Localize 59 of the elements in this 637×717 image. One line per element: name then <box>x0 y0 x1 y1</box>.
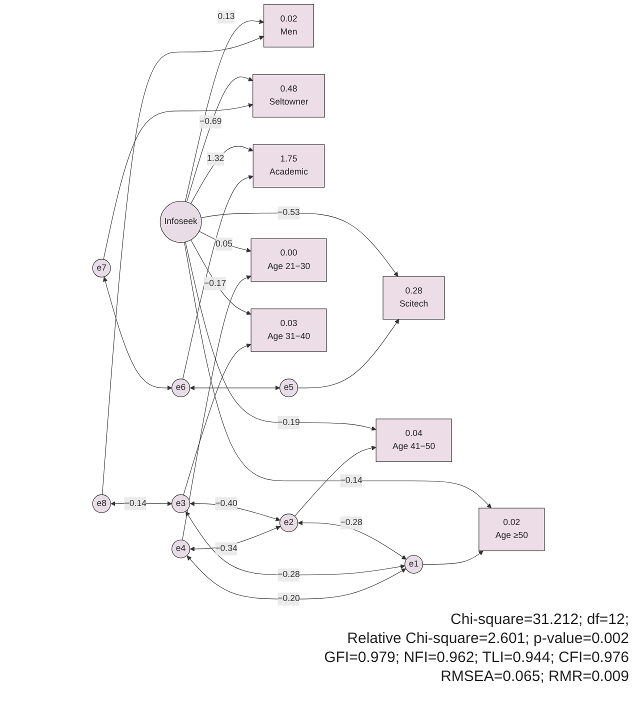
arrow <box>190 526 281 552</box>
arrow <box>186 511 406 576</box>
arrow <box>190 240 252 315</box>
arrow <box>298 520 407 560</box>
arrow <box>186 76 254 202</box>
edge-label: −0.14 <box>124 498 146 508</box>
node-box: 0.03 Age 31−40 <box>250 308 327 352</box>
fit-statistics-line: RMSEA=0.065; RMR=0.009 <box>440 667 629 686</box>
arrow <box>183 344 252 496</box>
arrow <box>297 319 400 388</box>
edge-label: −0.28 <box>278 570 300 580</box>
node-circle: e7 <box>92 258 111 278</box>
arrow <box>198 231 252 253</box>
arrow <box>182 275 252 540</box>
arrow <box>103 103 254 260</box>
node-box: 1.75 Academic <box>252 144 325 188</box>
arrow <box>186 556 406 600</box>
node-box: 0.02 Men <box>264 4 314 48</box>
arrow <box>185 19 264 202</box>
arrow <box>102 36 264 495</box>
edge-label: −0.17 <box>204 278 226 288</box>
arrow <box>182 175 254 380</box>
arrow <box>102 276 172 390</box>
arrow <box>190 146 254 204</box>
edge-label: −0.20 <box>278 594 300 604</box>
node-circle: e2 <box>280 514 298 532</box>
node-circle: e8 <box>92 494 111 513</box>
arrow <box>110 501 172 506</box>
arrow <box>422 550 484 565</box>
arrow <box>190 501 280 522</box>
node-circle: e6 <box>172 378 190 398</box>
arrow <box>200 212 398 277</box>
arrow <box>294 446 376 516</box>
fit-statistics-line: Relative Chi-square=2.601; p-value=0.002 <box>346 629 629 648</box>
edge-label: −0.19 <box>278 418 300 428</box>
edge-label: −0.14 <box>340 476 362 486</box>
node-box: 0.02 Age ≥50 <box>478 508 545 552</box>
arrow <box>190 386 280 390</box>
arrow <box>185 242 376 431</box>
fit-statistics-line: GFI=0.979; NFI=0.962; TLI=0.944; CFI=0.976 <box>323 648 629 667</box>
edge-label: −0.28 <box>340 518 362 528</box>
fit-statistics-line: Chi-square=31.212; df=12; <box>450 610 629 629</box>
edge-label: 0.05 <box>215 239 233 249</box>
edge-label: −0.53 <box>278 208 300 218</box>
node-box: 0.04 Age 41−50 <box>376 418 452 462</box>
node-box: 0.00 Age 21−30 <box>250 238 327 282</box>
edge-label: 0.13 <box>218 12 235 22</box>
arrow <box>184 242 492 508</box>
edge-label: −0.34 <box>215 544 238 554</box>
node-circle: e1 <box>404 555 424 574</box>
edge-label: 1.32 <box>207 154 224 164</box>
edge-label: −0.40 <box>215 498 238 508</box>
node-circle: e3 <box>172 494 190 513</box>
node-circle: e4 <box>172 540 190 558</box>
edge-label: −0.69 <box>200 117 222 126</box>
node-box: 0.48 Seltowner <box>252 74 325 118</box>
node-box: 0.28 Scitech <box>382 276 445 320</box>
node-circle: Infoseek <box>160 200 202 243</box>
node-circle: e5 <box>280 378 298 398</box>
